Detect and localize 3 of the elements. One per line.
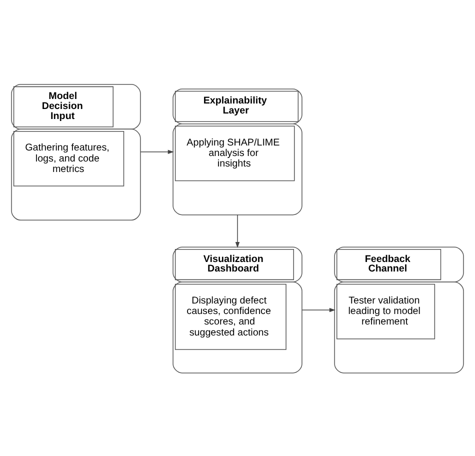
arrow <box>140 149 174 154</box>
arrow <box>302 307 336 312</box>
arrow <box>235 214 240 248</box>
